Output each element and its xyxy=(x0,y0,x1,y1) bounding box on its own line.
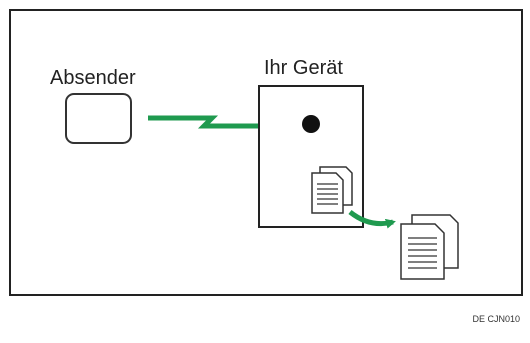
device-label: Ihr Gerät xyxy=(264,57,343,79)
transmission-arrow xyxy=(148,115,295,131)
sender-device-icon xyxy=(65,93,132,144)
reception-dot xyxy=(302,115,320,133)
output-documents-icon xyxy=(400,214,459,280)
device-box xyxy=(258,85,364,228)
output-arrow xyxy=(348,210,396,229)
sender-label: Absender xyxy=(50,67,136,89)
received-documents-icon xyxy=(311,166,353,214)
figure-code: DE CJN010 xyxy=(472,314,520,324)
